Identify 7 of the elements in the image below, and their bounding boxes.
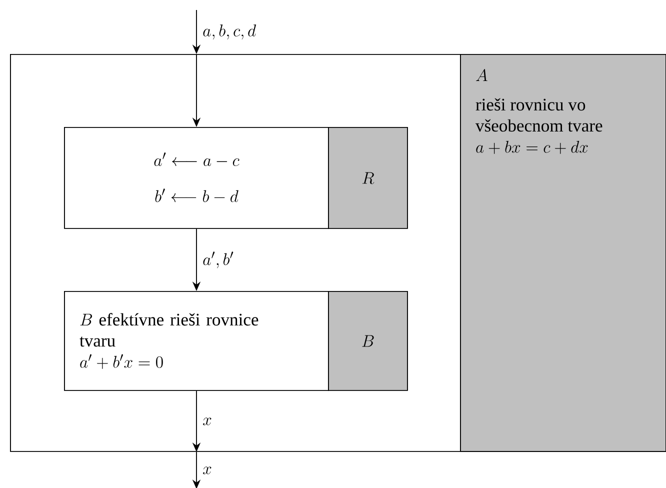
label-box: $R$ xyxy=(328,126,408,229)
side-panel: $A$ rieši rovnicu vo všeobecnom tvare $a+bx=c+dx$ xyxy=(460,54,666,452)
edge-label: $a, b, c, d$ xyxy=(200,22,258,42)
edge-label: $a', b'$ xyxy=(200,249,236,271)
edge-label: $x$ xyxy=(200,415,214,428)
edge-label: $x$ xyxy=(200,464,214,476)
label-box: $B$ xyxy=(328,290,408,391)
